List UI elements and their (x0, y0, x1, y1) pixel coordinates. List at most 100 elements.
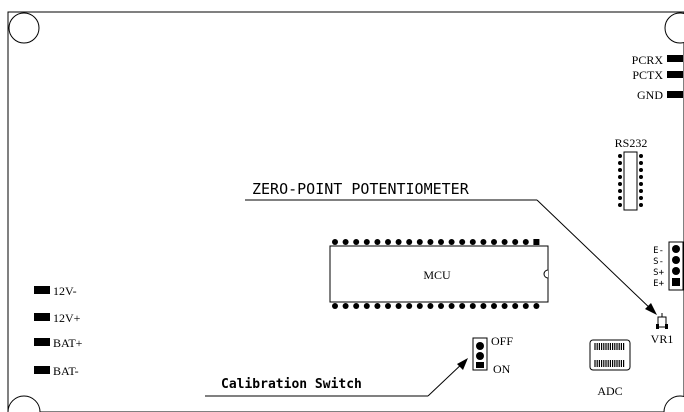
pcrx-pad (667, 55, 683, 62)
mcu-pin (512, 303, 519, 309)
sensor-pin-e-plus (672, 278, 680, 286)
mcu-pin (501, 239, 508, 245)
mcu-pin (385, 239, 391, 245)
mcu-pin (342, 239, 349, 245)
mcu-pin (469, 239, 476, 245)
mcu-top-pin-row (332, 239, 540, 245)
rs232-pin (618, 161, 622, 165)
rs232-pin (618, 154, 622, 158)
sensor-connector: E- S- S+ E+ (653, 241, 684, 291)
mcu-pin (374, 239, 381, 245)
board-outline (7, 11, 684, 412)
label-12v-plus: 12V+ (53, 311, 81, 325)
label-12v-minus: 12V- (53, 284, 77, 298)
vr1-pad-left (656, 324, 659, 329)
mcu-chip: MCU (329, 239, 549, 309)
calibration-switch[interactable]: OFF ON (472, 334, 513, 376)
mounting-hole-bottom-right (663, 395, 684, 412)
gnd-label: GND (637, 88, 663, 102)
mcu-label: MCU (423, 268, 451, 282)
rs232-pin (618, 175, 622, 179)
mcu-pin (385, 303, 391, 309)
mcu-pin (501, 303, 508, 309)
zero-point-arrowhead (645, 303, 657, 315)
pctx-pad (667, 71, 683, 78)
mounting-hole-top-right (664, 12, 684, 44)
mcu-pin (406, 303, 413, 309)
mcu-pin (416, 303, 423, 309)
mcu-pin (512, 239, 519, 245)
label-bat-minus: BAT- (53, 364, 79, 378)
pcrx-label: PCRX (632, 53, 664, 67)
rs232-body (623, 151, 638, 211)
rs232-pin (639, 182, 643, 186)
switch-contact-mid (476, 352, 484, 360)
rs232-pin (618, 203, 622, 207)
mcu-pin (395, 239, 402, 245)
mcu-pin (459, 303, 466, 309)
rs232-pin (639, 189, 643, 193)
rs232-label: RS232 (615, 136, 648, 150)
mcu-pin (427, 303, 434, 309)
mcu-pin (427, 239, 434, 245)
mcu-pin (480, 303, 487, 309)
mcu-pin (438, 239, 444, 245)
mcu-pin (480, 239, 487, 245)
mcu-pin (469, 303, 476, 309)
rs232-pin (618, 168, 622, 172)
mcu-pin (406, 239, 413, 245)
mcu-pin (353, 239, 360, 245)
adc-label: ADC (597, 384, 622, 398)
sensor-label-e-plus: E+ (653, 279, 664, 289)
mcu-notch (543, 269, 549, 279)
switch-contact-off (476, 342, 484, 350)
sensor-pin-s-plus (672, 267, 680, 275)
gnd-pad (667, 91, 683, 98)
mcu-pin (438, 303, 444, 309)
mcu-pin (363, 303, 370, 309)
rs232-pin (618, 182, 622, 186)
rs232-pin (618, 196, 622, 200)
rs232-pin (639, 203, 643, 207)
pad-12v-minus (34, 286, 50, 294)
mcu-body (329, 245, 549, 303)
pad-bat-minus (34, 366, 50, 374)
calibration-callout: Calibration Switch (221, 377, 362, 392)
calibration-leader (427, 360, 466, 397)
vr1-potentiometer: VR1 (651, 313, 673, 346)
adc-chip: ADC (589, 339, 631, 398)
mcu-pin (491, 239, 497, 245)
rs232-pin (639, 154, 643, 158)
mcu-pin (416, 239, 423, 245)
mcu-pin (491, 303, 497, 309)
rs232-pin-rows (618, 154, 643, 207)
mcu-pin (459, 239, 466, 245)
rs232-pin (639, 161, 643, 165)
serial-pin-group: PCRX PCTX GND (632, 53, 683, 102)
sensor-label-s-minus: S- (653, 257, 664, 267)
pad-12v-plus (34, 313, 50, 321)
calibration-arrowhead (457, 358, 468, 370)
adc-pin-rows (594, 343, 625, 367)
mcu-pin (395, 303, 402, 309)
mcu-pin-1 (533, 239, 540, 245)
rs232-pin (639, 168, 643, 172)
rs232-pin (639, 175, 643, 179)
mcu-pin (332, 303, 338, 309)
mcu-pin (533, 303, 540, 309)
mcu-pin (342, 303, 349, 309)
sensor-label-e-minus: E- (653, 246, 664, 256)
sensor-label-s-plus: S+ (653, 268, 664, 278)
rs232-chip: RS232 (615, 136, 648, 211)
rs232-pin (639, 196, 643, 200)
rs232-pin (618, 189, 622, 193)
mounting-hole-top-left (8, 12, 40, 44)
mcu-pin (332, 239, 338, 245)
pctx-label: PCTX (632, 68, 663, 82)
label-bat-plus: BAT+ (53, 336, 83, 350)
mcu-bottom-pin-row (332, 303, 540, 309)
mcu-pin (522, 303, 529, 309)
zero-point-leader (536, 199, 655, 313)
zero-point-callout: ZERO-POINT POTENTIOMETER (252, 180, 470, 198)
